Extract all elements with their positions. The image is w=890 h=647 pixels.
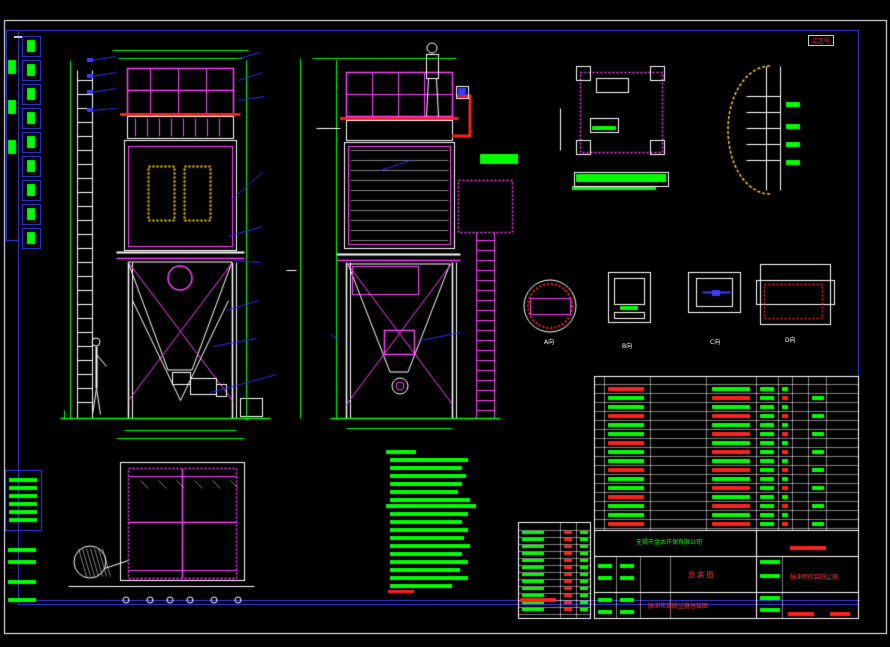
view-label-d: D向 [785, 337, 796, 344]
corner-tag-right: 工艺号 [808, 35, 835, 46]
view-label-c: C向 [710, 339, 721, 346]
drawing-title-product: 脉冲布袋除尘器总装图 [648, 603, 709, 610]
corner-tag-left [14, 36, 22, 38]
drawing-title-main: 总 装 图 [688, 571, 714, 579]
view-label-a: A向 [544, 339, 555, 346]
company-name: 无锡市金太环保有限公司 [636, 539, 703, 546]
view-label-b: B向 [622, 343, 633, 350]
product-name: 脉冲喷吹袋除尘器 [790, 574, 839, 581]
